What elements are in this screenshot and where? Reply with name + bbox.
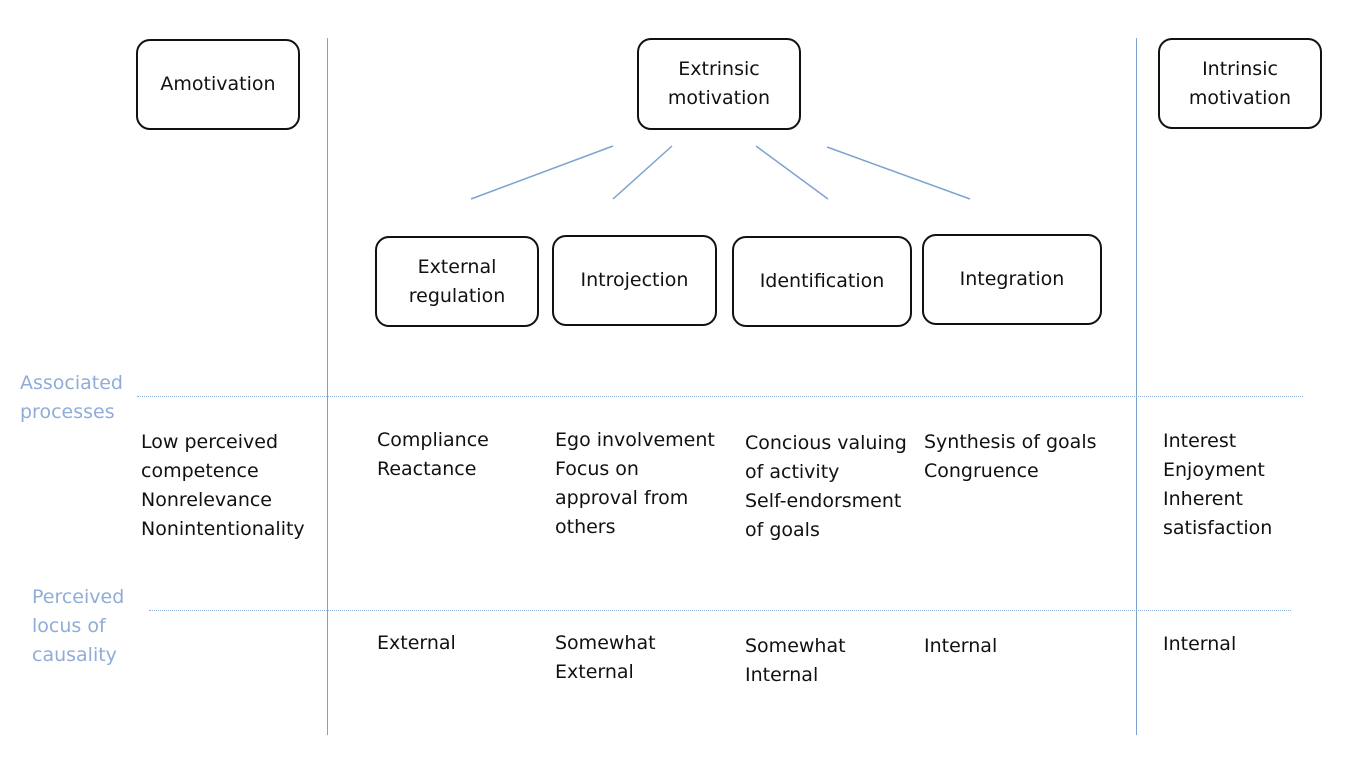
row-label-perceived-locus: Perceived locus of causality [32, 586, 125, 666]
processes-introjection: Ego involvement Focus on approval from o… [555, 429, 715, 538]
locus-integration: Internal [924, 635, 998, 657]
processes-identification: Concious valuing of activity Self-endors… [745, 432, 907, 541]
locus-introjection: Somewhat External [555, 632, 656, 683]
amotivation-box: Amotivation [136, 39, 300, 130]
processes-integration: Synthesis of goals Congruence [924, 431, 1097, 482]
processes-intrinsic: Interest Enjoyment Inherent satisfaction [1163, 430, 1273, 539]
extrinsic-motivation-box: Extrinsic motivation [637, 38, 801, 130]
connector-integration [826, 146, 971, 200]
divider-left [327, 38, 328, 735]
row-label-associated-processes: Associated processes [20, 372, 123, 423]
locus-identification: Somewhat Internal [745, 635, 846, 686]
connector-identification [755, 145, 829, 200]
processes-external-regulation: Compliance Reactance [377, 429, 489, 480]
connector-external [470, 145, 614, 200]
integration-box: Integration [922, 234, 1102, 325]
divider-right [1136, 38, 1137, 735]
intrinsic-motivation-box: Intrinsic motivation [1158, 38, 1322, 129]
processes-amotivation: Low perceived competence Nonrelevance No… [141, 431, 305, 540]
locus-intrinsic: Internal [1163, 633, 1237, 655]
locus-external-regulation: External [377, 632, 456, 654]
connector-introjection [612, 145, 673, 200]
separator-processes [137, 396, 1303, 397]
introjection-box: Introjection [552, 235, 717, 326]
separator-locus [149, 610, 1291, 611]
external-regulation-box: External regulation [375, 236, 539, 327]
identification-box: Identification [732, 236, 912, 327]
